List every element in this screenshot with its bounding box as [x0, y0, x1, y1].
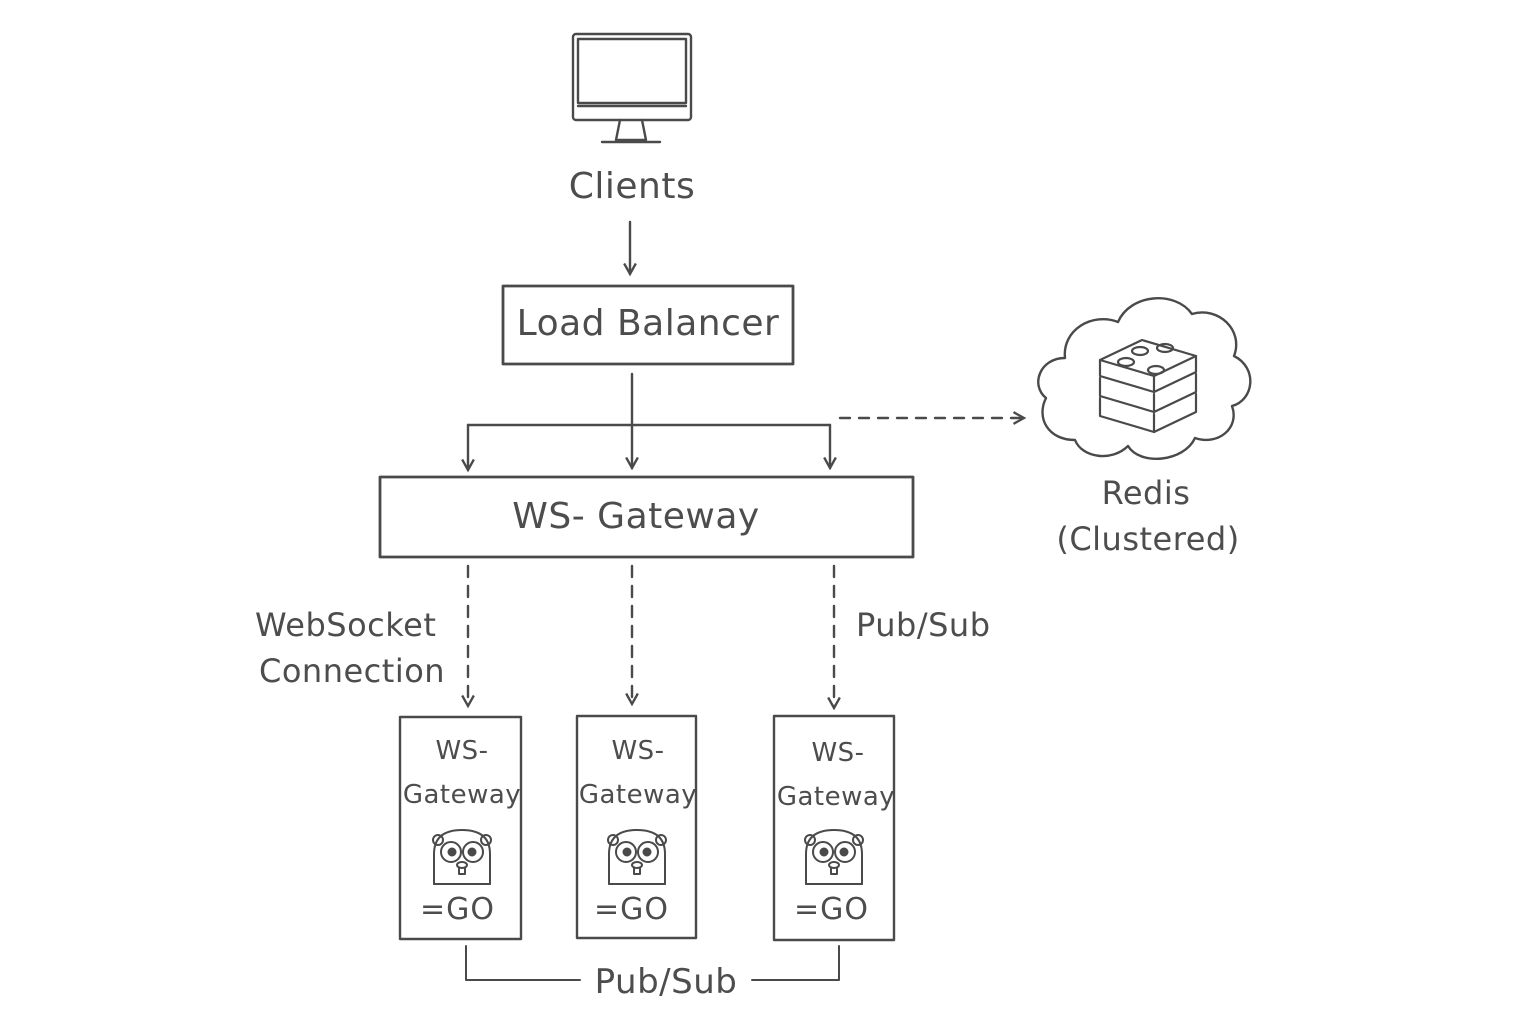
instance-box-1: [398, 715, 523, 941]
websocket-label-line1: WebSocket: [255, 606, 437, 644]
gateway-box: [378, 475, 915, 559]
monitor-icon: [571, 32, 693, 144]
instance-1-go-badge: =GO: [420, 892, 495, 927]
instance-3-line1: WS-: [811, 738, 865, 768]
gopher-icon: [432, 829, 492, 885]
instance-2-go-badge: =GO: [594, 892, 669, 927]
gateway-to-instance-arrows: [468, 564, 834, 708]
pubsub-bottom-label: Pub/Sub: [594, 962, 738, 1002]
websocket-label-line2: Connection: [259, 652, 446, 690]
redis-sublabel: (Clustered): [1056, 520, 1240, 558]
instance-box-2: [575, 714, 698, 940]
instance-3-go-badge: =GO: [794, 892, 869, 927]
load-balancer-label: Load Balancer: [516, 303, 780, 344]
instance-2-line2: Gateway: [578, 780, 698, 810]
bottom-pubsub-connector: [465, 945, 840, 981]
instance-3-line2: Gateway: [776, 782, 896, 812]
load-balancer-box: [501, 284, 795, 366]
instance-1-line2: Gateway: [402, 780, 522, 810]
instance-2-line1: WS-: [611, 736, 665, 766]
pubsub-right-label: Pub/Sub: [856, 606, 991, 644]
redis-label: Redis: [1101, 474, 1191, 512]
instance-box-3: [772, 714, 896, 942]
instance-1-line1: WS-: [435, 736, 489, 766]
redis-stack-icon: [1098, 338, 1198, 434]
cloud-icon: [1037, 297, 1252, 460]
lb-fanout-arrows: [468, 372, 830, 470]
gateway-label: WS- Gateway: [512, 496, 760, 537]
clients-label: Clients: [568, 166, 696, 207]
gopher-icon: [607, 829, 667, 885]
gopher-icon: [804, 829, 864, 885]
